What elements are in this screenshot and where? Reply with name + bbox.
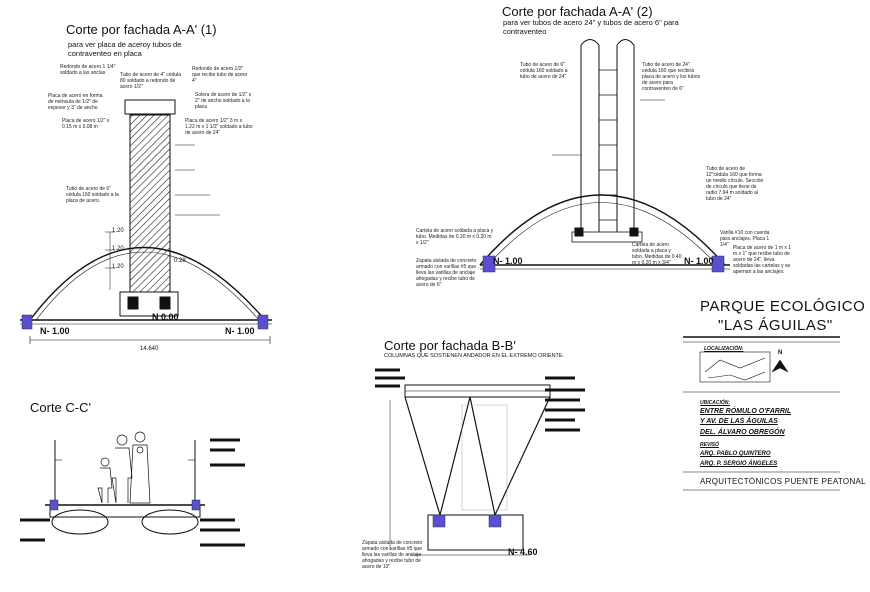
section3-column-4	[494, 396, 551, 516]
section2-note: Placa de acero de 1 m x 1 m x 1" que rec…	[733, 245, 792, 275]
info-line: UBICACIÓN:	[700, 400, 730, 406]
section2-drawing	[479, 39, 730, 273]
section1-drawing	[20, 99, 272, 344]
section3-level: N- 4.60	[508, 547, 538, 557]
section3-column-3	[469, 396, 496, 516]
section1-title: Corte por fachada A-A' (1)	[66, 22, 217, 37]
section3-title: Corte por fachada B-B'	[384, 338, 516, 353]
section1-dim: 0.28	[174, 258, 186, 264]
project-name: "LAS ÁGUILAS"	[718, 317, 833, 334]
section2-note: Varilla #10 con cuerda para anclajes. Pl…	[720, 230, 770, 248]
section4-drawing	[20, 431, 245, 547]
section1-note: Tubo de acero de 4" cédula 80 soldado a …	[120, 72, 182, 90]
section2-note: Tubo de acero de 6" cédula 160 soldado a…	[520, 62, 568, 80]
section1-anchor-left	[127, 296, 139, 310]
section1-level-right: N- 1.00	[225, 326, 255, 336]
section2-level-right: N- 1.00	[684, 256, 714, 266]
section1-anchor-right	[159, 296, 171, 310]
section1-level-left: N- 1.00	[40, 326, 70, 336]
section2-level-left: N- 1.00	[493, 256, 523, 266]
info-line: ENTRE RÓMULO O'FARRIL	[700, 408, 792, 415]
section1-cap	[124, 99, 176, 115]
section2-note: Tubo de acero de 12"cédula 160 que forma…	[706, 166, 764, 202]
section1-note: Tubo de acero de 6" cédula 160 soldado a…	[66, 186, 119, 204]
info-line: ARQ. PABLO QUINTERO	[700, 451, 771, 457]
section4-tube-right	[141, 509, 199, 535]
section2-note: Cartela de acero soldada a placa y tubo.…	[632, 242, 682, 266]
section1-note: Placa de acero 1/2" 3 m x 1.22 m x 1 1/2…	[185, 118, 253, 136]
section2-note: Cartela de acero soldada a placa y tubo.…	[416, 228, 494, 246]
titleblock-lines	[683, 336, 840, 491]
section1-support-right	[257, 314, 269, 330]
section1-dim: 1.20	[112, 264, 124, 270]
section2-support-left	[482, 255, 496, 273]
section1-plate	[129, 114, 171, 296]
section3-subtitle: COLUMNAS QUE SOSTIENEN ANDADOR EN EL EXT…	[384, 353, 565, 359]
section1-note: Redondo de acero 1/2" que recibe tubo de…	[192, 66, 248, 84]
section4-title: Corte C-C'	[30, 400, 91, 415]
section2-support-right	[711, 255, 725, 273]
section1-support-left	[21, 314, 33, 330]
section3-drawing	[375, 368, 585, 556]
section2-arch-inner	[487, 202, 718, 266]
section1-dim: 1.20	[112, 228, 124, 234]
section4-deck	[49, 504, 201, 518]
section2-subtitle: para ver tubos de acero 24" y tubos de a…	[503, 18, 679, 36]
info-line: Y AV. DE LAS ÁGUILAS	[700, 418, 778, 425]
section2-title: Corte por fachada A-A' (2)	[502, 4, 653, 19]
section1-subtitle: para ver placa de aceroy tubos de contra…	[68, 40, 182, 58]
info-line: REVISÓ	[700, 442, 719, 448]
info-line: DEL. ÁLVARO OBREGÓN	[700, 429, 785, 436]
section1-dim: 1.20	[112, 246, 124, 252]
north-label: N	[778, 350, 783, 356]
info-line: ARQ. P. SERGIO ÁNGELES	[700, 461, 778, 467]
project-title: PARQUE ECOLÓGICO	[700, 298, 866, 315]
section1-note: Placa de acero en forma de ménsula de 1/…	[48, 93, 103, 111]
section1-note: Solera de acero de 1/2" x 2" de ancho so…	[195, 92, 252, 110]
section2-note: Zapata aislada de concreto armado con va…	[416, 258, 477, 288]
location-map	[699, 351, 771, 383]
section1-width: 14.640	[140, 346, 159, 352]
section1-level-center: N 0.00	[152, 312, 179, 322]
section3-column-1	[404, 396, 441, 516]
section3-note: Zapata aislada de concreto armado con va…	[362, 540, 423, 570]
location-label: LOCALIZACIÓN:	[704, 346, 744, 352]
titleblock-footer: ARQUITECTÓNICOS PUENTE PEATONAL	[700, 477, 866, 486]
section2-note: Tubo de acero de 24" cédula 160 que reci…	[642, 62, 701, 92]
section4-people	[97, 431, 151, 504]
section1-note: Redondo de acero 1 1/4" soldado a las an…	[60, 64, 116, 76]
north-arrow	[771, 359, 789, 373]
section2-arch	[479, 194, 726, 266]
section1-note: Placa de acero 1/2" x 0.15 m x 0.08 m	[62, 118, 110, 130]
section4-tube-left	[51, 509, 109, 535]
section3-column-2	[439, 396, 471, 516]
